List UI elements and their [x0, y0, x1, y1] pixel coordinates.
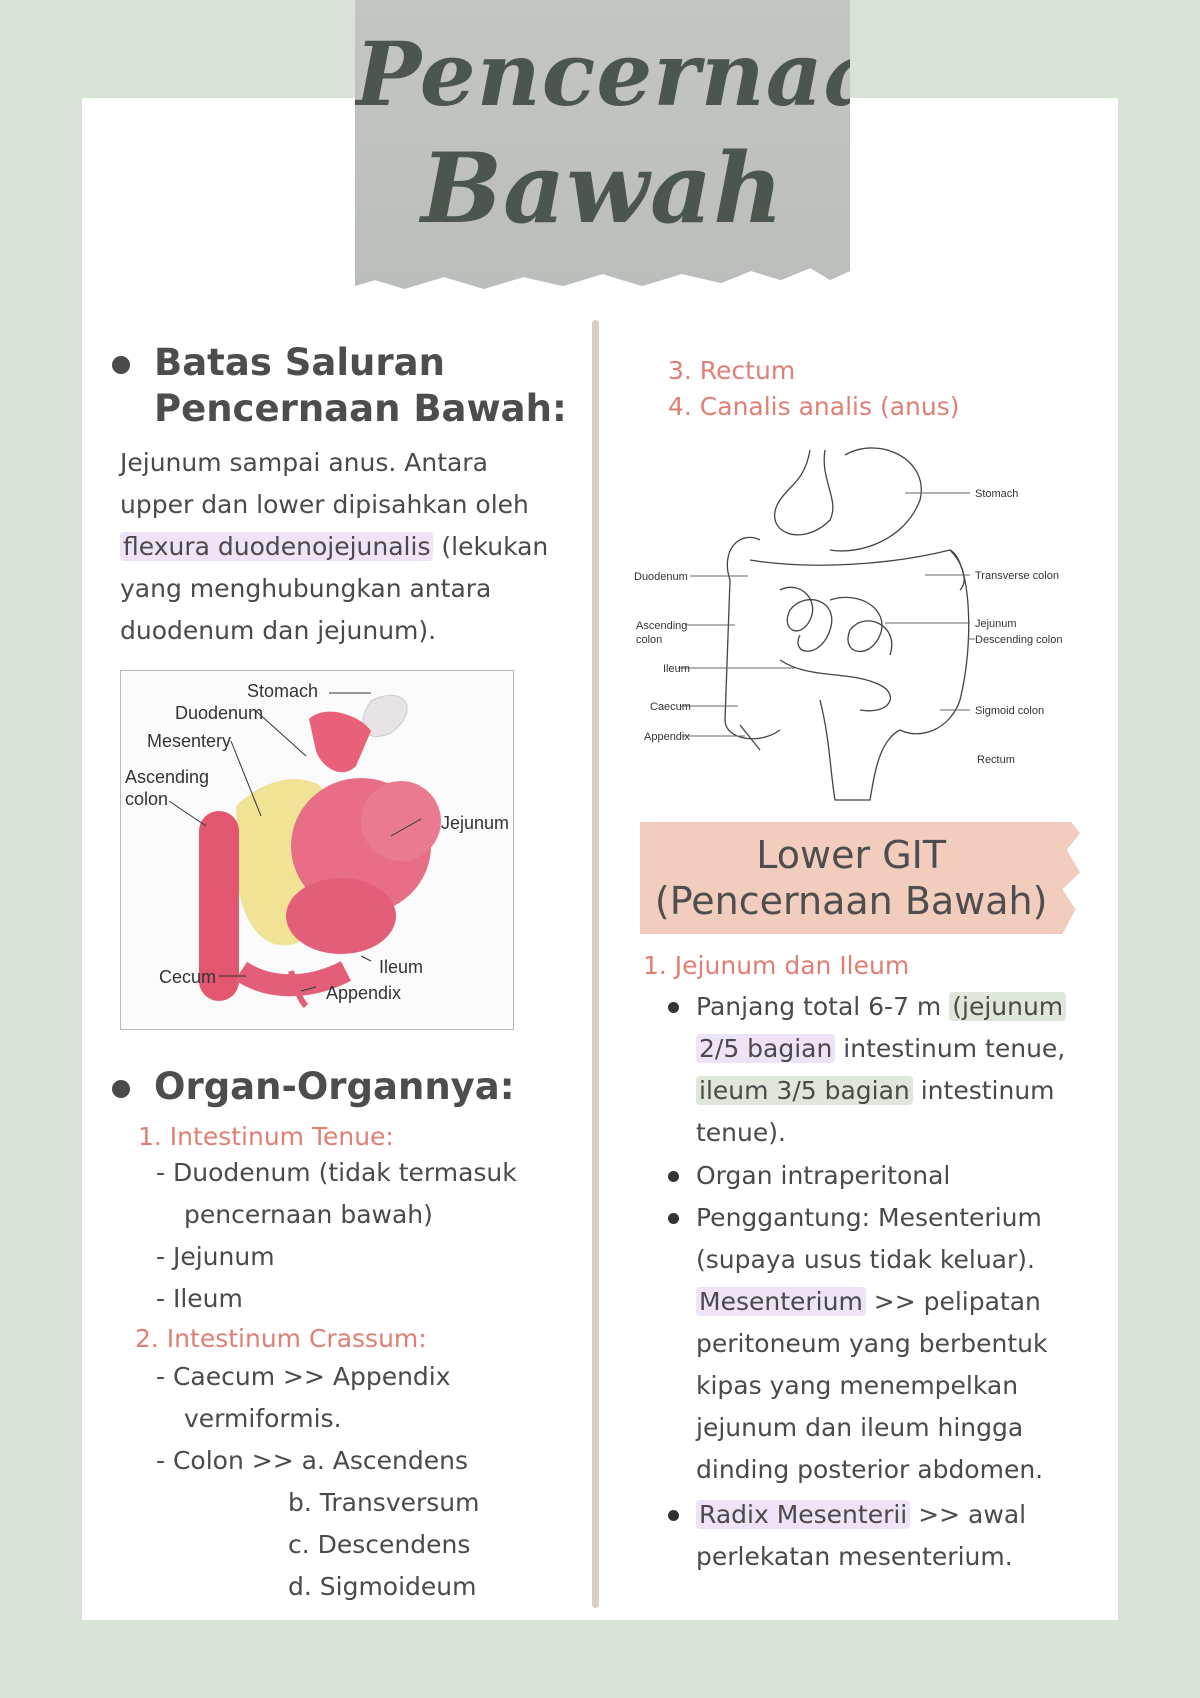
bullet-radix: Radix Mesenterii >> awal perlekatan mese…: [696, 1494, 1026, 1578]
bullet-penggantung: Penggantung: Mesenterium (supaya usus ti…: [696, 1197, 1047, 1491]
section-heading-batas: Batas Saluran Pencernaan Bawah:: [154, 340, 567, 432]
paragraph-line: dinding posterior abdomen.: [696, 1455, 1044, 1484]
title-banner: Pencernaan Bawah: [355, 0, 947, 290]
paragraph-line: Jejunum sampai anus. Antara: [120, 448, 488, 477]
paragraph-line: Penggantung: Mesenterium: [696, 1203, 1042, 1232]
sub-heading-crassum: 2. Intestinum Crassum:: [135, 1324, 427, 1353]
list-item: - Ileum: [156, 1284, 243, 1313]
fig1-label-stomach: Stomach: [247, 681, 318, 701]
fig2-label-ascending: Ascending: [636, 620, 687, 632]
paragraph-line: kipas yang menempelkan: [696, 1371, 1019, 1400]
text-span: intestinum: [912, 1076, 1055, 1105]
fig1-label-colon: colon: [125, 789, 168, 809]
highlight-mesenterium: Mesenterium: [696, 1287, 866, 1316]
text-span: intestinum tenue,: [835, 1034, 1066, 1063]
list-item: - Jejunum: [156, 1242, 275, 1271]
paragraph-line: upper dan lower dipisahkan oleh: [120, 490, 529, 519]
list-item: c. Descendens: [288, 1530, 471, 1559]
intestine-drawing: Stomach Duodenum Mesentery Ascending col…: [125, 681, 509, 1009]
list-item: d. Sigmoideum: [288, 1572, 477, 1601]
list-item: - Caecum >> Appendix: [156, 1362, 451, 1391]
gi-tract-line-diagram: Stomach Duodenum Transverse colon Ascend…: [634, 447, 1062, 801]
list-item: pencernaan bawah): [184, 1200, 433, 1229]
organ-list-continued: 3. Rectum 4. Canalis analis (anus): [668, 350, 960, 428]
paragraph-line: duodenum dan jejunum).: [120, 616, 437, 645]
bullet-dot-icon: [112, 356, 130, 374]
fig2-label-transverse: Transverse colon: [975, 570, 1059, 582]
fig1-label-jejunum: Jejunum: [441, 813, 509, 833]
highlight-radix: Radix Mesenterii: [696, 1500, 911, 1529]
section-heading-organ: Organ-Organnya:: [154, 1065, 515, 1108]
paragraph-line: ileum 3/5 bagian intestinum: [696, 1070, 1066, 1112]
list-item: vermiformis.: [184, 1404, 342, 1433]
tenue-list: - Duodenum (tidak termasuk pencernaan ba…: [156, 1152, 517, 1320]
batas-paragraph: Jejunum sampai anus. Antara upper dan lo…: [120, 442, 548, 652]
fig2-label-sigmoid: Sigmoid colon: [975, 705, 1044, 717]
paragraph-line: Panjang total 6-7 m (jejunum: [696, 986, 1067, 1028]
sub-heading-tenue: 1. Intestinum Tenue:: [138, 1122, 394, 1151]
paragraph-line: Mesenterium >> pelipatan: [696, 1281, 1047, 1323]
bullet-panjang: Panjang total 6-7 m (jejunum 2/5 bagian …: [696, 986, 1067, 1154]
fig2-label-colon: colon: [636, 634, 662, 646]
column-divider: [592, 320, 599, 1608]
paragraph-line: tenue).: [696, 1118, 786, 1147]
fig1-label-mesentery: Mesentery: [147, 731, 231, 751]
intestine-illustration: Stomach Duodenum Mesentery Ascending col…: [120, 670, 514, 1030]
list-item: b. Transversum: [288, 1488, 480, 1517]
paragraph-line: peritoneum yang berbentuk: [696, 1329, 1048, 1358]
paragraph-line: yang menghubungkan antara: [120, 574, 492, 603]
paragraph-line: Radix Mesenterii >> awal: [696, 1494, 1026, 1536]
text-span: >> pelipatan: [865, 1287, 1041, 1316]
paragraph-line: perlekatan mesenterium.: [696, 1542, 1013, 1571]
fig1-label-cecum: Cecum: [159, 967, 216, 987]
title-line-2: Bawah: [421, 132, 784, 245]
text-span: Panjang total 6-7 m: [696, 992, 950, 1021]
banner-line-2: (Pencernaan Bawah): [654, 879, 1048, 923]
fig2-label-stomach: Stomach: [975, 488, 1018, 500]
lower-git-banner: Lower GIT (Pencernaan Bawah): [640, 822, 1080, 934]
highlight-2-5: 2/5 bagian: [696, 1034, 836, 1063]
heading-line: Batas Saluran: [154, 341, 445, 384]
highlight-ileum: ileum 3/5 bagian: [696, 1076, 913, 1105]
banner-line-1: Lower GIT: [756, 833, 947, 877]
bullet-dot-icon: [668, 1213, 679, 1224]
fig1-label-ascending: Ascending: [125, 767, 209, 787]
bullet-dot-icon: [668, 1171, 679, 1182]
text-span: (lekukan: [433, 532, 549, 561]
bullet-dot-icon: [668, 1510, 679, 1521]
title-line-1: Pencernaan: [355, 22, 947, 126]
fig2-label-rectum: Rectum: [977, 754, 1015, 766]
fig2-label-appendix: Appendix: [644, 731, 690, 743]
bullet-dot-icon: [668, 1002, 679, 1013]
fig2-label-descending: Descending colon: [975, 634, 1062, 646]
bullet-dot-icon: [112, 1080, 130, 1098]
list-item: - Duodenum (tidak termasuk: [156, 1158, 517, 1187]
sub-heading-jejunum-ileum: 1. Jejunum dan Ileum: [643, 951, 910, 980]
crassum-list: - Caecum >> Appendix vermiformis. - Colo…: [156, 1356, 480, 1608]
fig2-label-caecum: Caecum: [650, 701, 691, 713]
text-span: >> awal: [910, 1500, 1027, 1529]
bullet-intraperitonal: Organ intraperitonal: [696, 1161, 951, 1190]
fig1-label-duodenum: Duodenum: [175, 703, 263, 723]
fig2-label-duodenum: Duodenum: [634, 571, 688, 583]
highlight-jejunum: (jejunum: [949, 992, 1067, 1021]
paragraph-line: 2/5 bagian intestinum tenue,: [696, 1028, 1066, 1070]
fig1-label-appendix: Appendix: [326, 983, 401, 1003]
highlight-flexura: flexura duodenojejunalis: [120, 532, 434, 561]
fig2-label-jejunum: Jejunum: [975, 618, 1017, 630]
fig2-label-ileum: Ileum: [663, 663, 690, 675]
list-item: - Colon >> a. Ascendens: [156, 1446, 469, 1475]
heading-line: Pencernaan Bawah:: [154, 387, 567, 430]
list-item: 3. Rectum: [668, 356, 796, 385]
fig1-label-ileum: Ileum: [379, 957, 423, 977]
paragraph-line: (supaya usus tidak keluar).: [696, 1245, 1035, 1274]
list-item: 4. Canalis analis (anus): [668, 392, 960, 421]
paragraph-line: jejunum dan ileum hingga: [696, 1413, 1024, 1442]
paragraph-line: flexura duodenojejunalis (lekukan: [120, 526, 548, 568]
